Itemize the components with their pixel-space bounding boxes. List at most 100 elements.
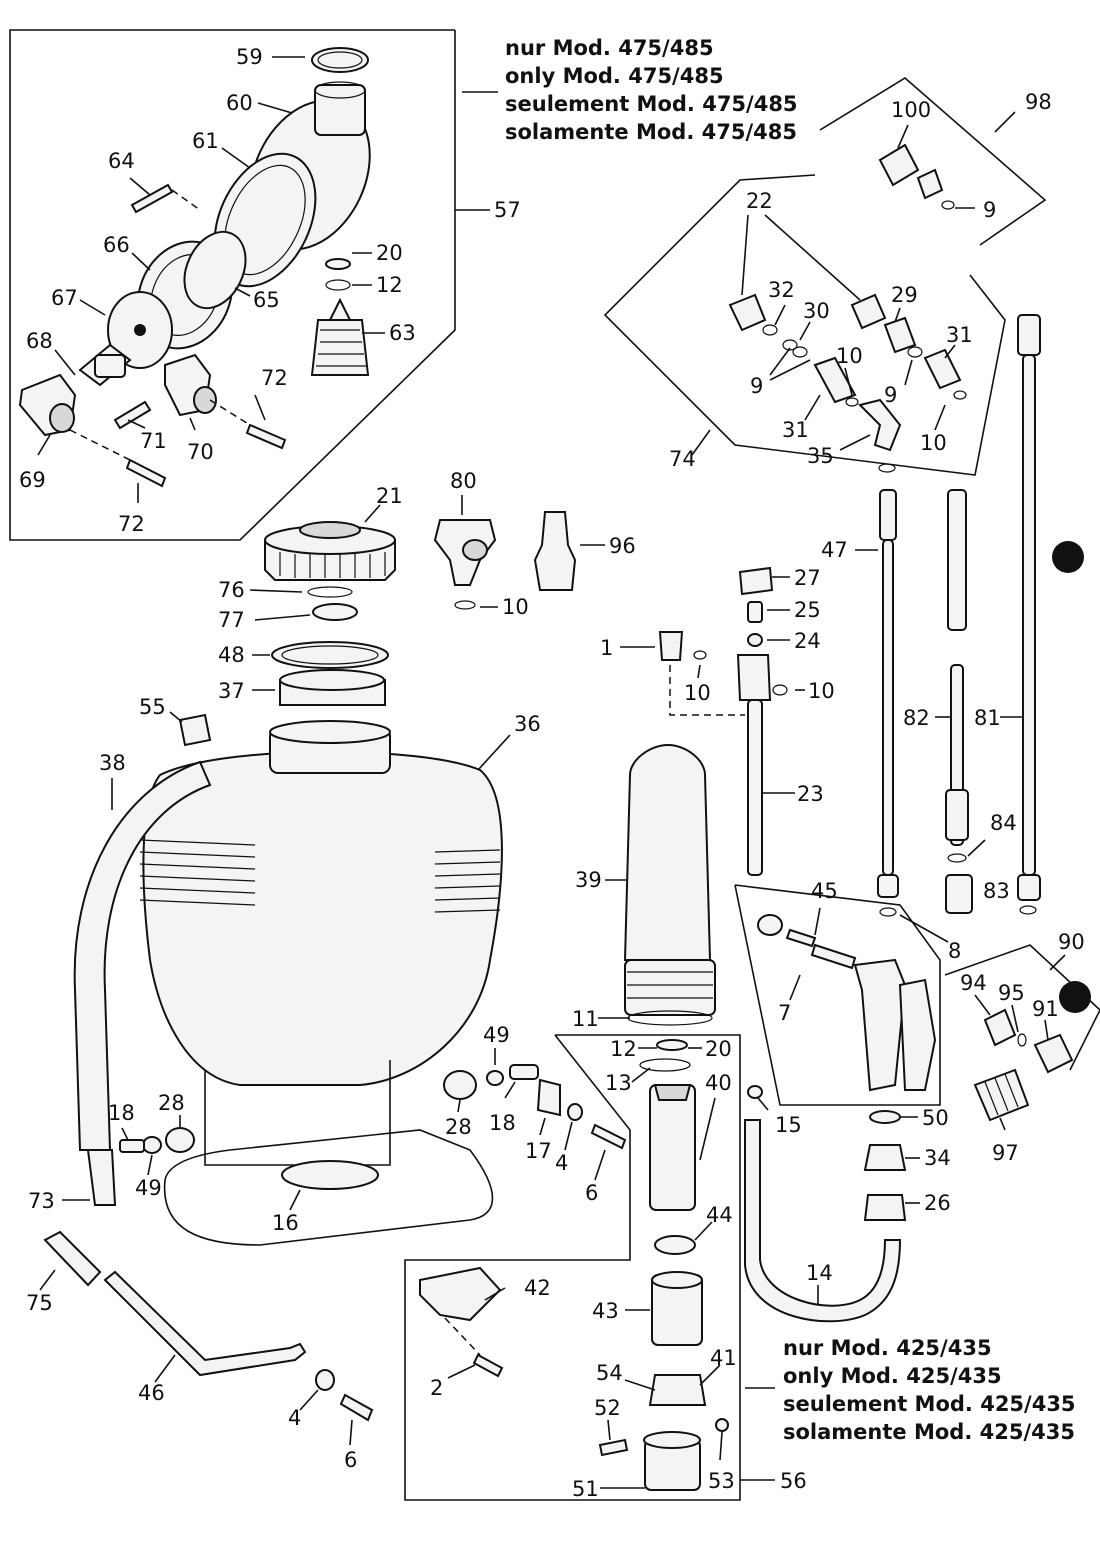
part-label: 61 [192,129,219,153]
frame-nozzle-set-90 [944,944,1100,1071]
lid-assembly-parts [18,47,371,488]
frame-handle-valve-45 [734,884,941,1106]
part-label: 9 [750,374,763,398]
part-label: 37 [218,679,245,703]
part-label: 82 [903,706,930,730]
part-label: 10 [808,679,835,703]
part-label: 90 [1058,930,1085,954]
part-label: 38 [99,751,126,775]
part-label: 6 [344,1448,357,1472]
part-label: 9 [983,198,996,222]
part-label: 55 [139,695,166,719]
part-label: 47 [821,538,848,562]
frame-nozzle-set-74 [603,174,1006,476]
part-label: 16 [272,1211,299,1235]
part-label: 40 [705,1071,732,1095]
note-line-fr: seulement Mod. 425/435 [783,1392,1076,1416]
part-label: 100 [891,98,931,122]
part-label: 34 [924,1146,951,1170]
part-label: 12 [610,1037,637,1061]
frame-pump-assembly [404,1034,741,1501]
part-label: 10 [920,431,947,455]
part-label: 67 [51,286,78,310]
part-label: 71 [140,429,167,453]
note-line-en: only Mod. 425/435 [783,1364,1002,1388]
part-label: 69 [19,468,46,492]
note-line-de: nur Mod. 425/435 [783,1336,992,1360]
part-label: 12 [376,273,403,297]
part-label: 59 [236,45,263,69]
part-label: 73 [28,1189,55,1213]
part-label: 94 [960,971,987,995]
part-label: 10 [502,595,529,619]
part-label: 77 [218,608,245,632]
note-line-es: solamente Mod. 475/485 [505,120,797,144]
part-label: 23 [797,782,824,806]
part-label: 83 [983,879,1010,903]
part-label: 41 [710,1346,737,1370]
part-label: 30 [803,299,830,323]
part-label: 13 [605,1071,632,1095]
part-label: 66 [103,233,130,257]
part-label: 56 [780,1469,807,1493]
part-label: 15 [775,1113,802,1137]
part-label: 7 [778,1001,791,1025]
leader-lines [37,56,1066,1489]
part-label: 10 [836,344,863,368]
part-label: 27 [794,566,821,590]
part-label: 14 [806,1261,833,1285]
part-label: 97 [992,1141,1019,1165]
part-label: 35 [807,444,834,468]
part-label: 31 [782,418,809,442]
part-label: 91 [1032,997,1059,1021]
part-label: 76 [218,578,245,602]
part-label: 53 [708,1469,735,1493]
part-label: 8 [948,939,961,963]
part-label: 49 [483,1023,510,1047]
note-line-es: solamente Mod. 425/435 [783,1420,1075,1444]
part-label: 25 [794,598,821,622]
part-label: 28 [158,1091,185,1115]
part-label: 36 [514,712,541,736]
part-label: 84 [990,811,1017,835]
part-label: 44 [706,1203,733,1227]
part-label: 60 [226,91,253,115]
part-label: 98 [1025,90,1052,114]
tank-parts [43,511,627,1422]
part-label: 68 [26,329,53,353]
part-label: 45 [811,879,838,903]
note-mod-425-435: nur Mod. 425/435 only Mod. 425/435 seule… [783,1336,1076,1444]
part-label: 64 [108,149,135,173]
part-label: 4 [288,1406,301,1430]
part-label: 24 [794,629,821,653]
part-label: 63 [389,321,416,345]
part-label: 6 [585,1181,598,1205]
part-label: 9 [884,383,897,407]
part-label: 28 [445,1115,472,1139]
part-label: 70 [187,440,214,464]
part-label: 26 [924,1191,951,1215]
note-line-fr: seulement Mod. 475/485 [505,92,798,116]
part-label: 46 [138,1381,165,1405]
part-label: 95 [998,981,1025,1005]
part-label: 20 [705,1037,732,1061]
nozzle-parts [728,143,1091,1122]
part-label: 29 [891,283,918,307]
part-label: 4 [555,1151,568,1175]
note-line-en: only Mod. 475/485 [505,64,724,88]
part-label: 39 [575,868,602,892]
part-number-labels: 59 60 61 64 57 66 20 12 65 67 63 68 72 7… [19,45,1085,1501]
part-label: 1 [600,636,613,660]
note-mod-475-485: nur Mod. 475/485 only Mod. 475/485 seule… [505,36,798,144]
part-label: 48 [218,643,245,667]
part-label: 31 [946,323,973,347]
part-label: 21 [376,484,403,508]
note-line-de: nur Mod. 475/485 [505,36,714,60]
part-label: 11 [572,1007,599,1031]
part-label: 18 [108,1101,135,1125]
part-label: 75 [26,1291,53,1315]
part-label: 20 [376,241,403,265]
part-label: 42 [524,1276,551,1300]
pump-and-lance-parts [419,314,1084,1491]
